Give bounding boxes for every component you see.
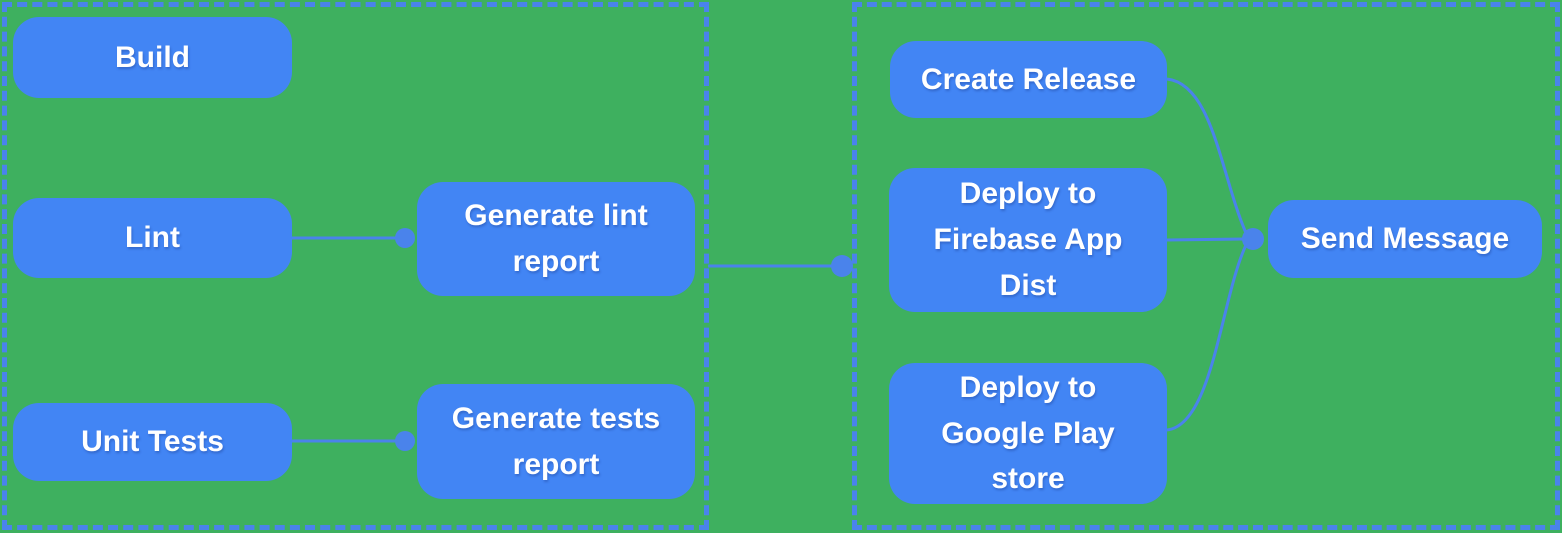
node-send-message-label: Send Message xyxy=(1300,222,1510,256)
node-generate-lint-report-label: Generate lint report xyxy=(464,199,648,278)
node-generate-lint-report[interactable]: Generate lint report xyxy=(417,182,695,296)
node-deploy-google-play[interactable]: Deploy to Google Play store xyxy=(889,363,1167,504)
node-deploy-firebase-label: Deploy to Firebase App Dist xyxy=(933,177,1123,302)
group-build-test[interactable] xyxy=(2,2,709,530)
node-create-release[interactable]: Create Release xyxy=(890,41,1167,118)
node-unit-tests-label: Unit Tests xyxy=(81,425,224,459)
node-lint-label: Lint xyxy=(125,221,180,255)
node-deploy-firebase[interactable]: Deploy to Firebase App Dist xyxy=(889,168,1167,312)
node-send-message[interactable]: Send Message xyxy=(1268,200,1542,278)
node-unit-tests[interactable]: Unit Tests xyxy=(13,403,292,481)
node-deploy-google-play-label: Deploy to Google Play store xyxy=(941,370,1115,496)
edge-endpoint-dot xyxy=(831,255,853,277)
node-generate-tests-report-label: Generate tests report xyxy=(451,401,661,481)
node-build[interactable]: Build xyxy=(13,17,292,98)
node-generate-tests-report[interactable]: Generate tests report xyxy=(417,384,695,499)
node-lint[interactable]: Lint xyxy=(13,198,292,278)
node-create-release-label: Create Release xyxy=(920,62,1137,96)
group-release[interactable] xyxy=(852,2,1560,530)
node-build-label: Build xyxy=(115,40,190,74)
